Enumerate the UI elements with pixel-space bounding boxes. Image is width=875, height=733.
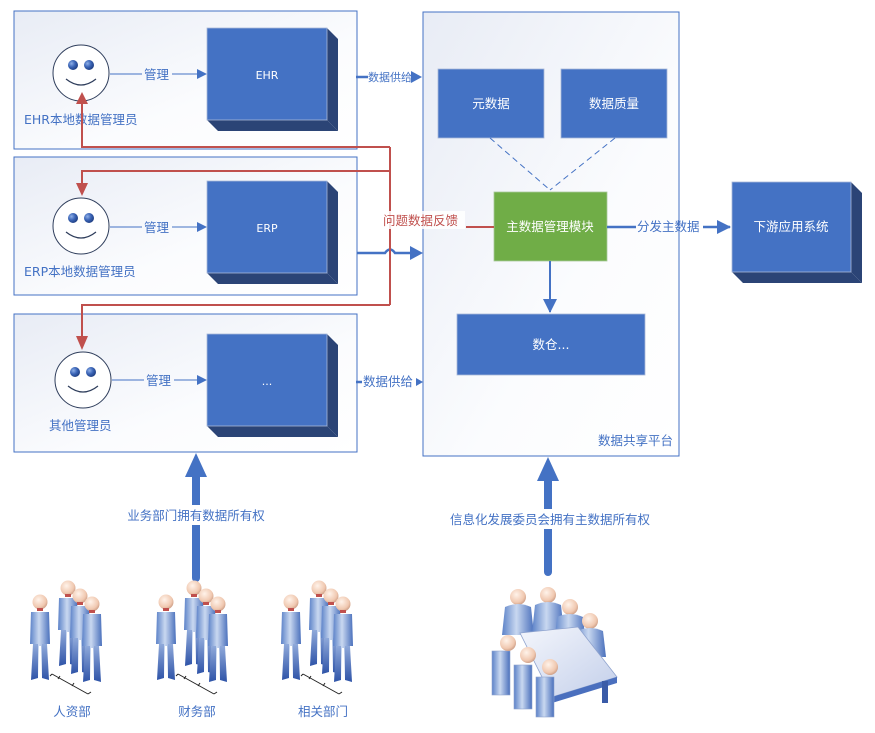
department-label: 财务部 bbox=[178, 704, 216, 719]
data-quality-box: 数据质量 bbox=[560, 68, 668, 139]
committee-ownership-arrow: 信息化发展委员会拥有主数据所有权 bbox=[443, 457, 658, 576]
manage-label: 管理 bbox=[144, 220, 170, 235]
department-related: 相关部门 bbox=[281, 581, 353, 719]
dashed-link-metadata bbox=[489, 137, 551, 191]
department-finance: 财务部 bbox=[156, 581, 228, 719]
feedback-label: 问题数据反馈 bbox=[383, 213, 458, 228]
distribute-arrow: 分发主数据 bbox=[607, 219, 731, 234]
meeting-table-icon bbox=[491, 587, 618, 718]
department-label: 人资部 bbox=[53, 704, 91, 719]
admin-label-erp: ERP本地数据管理员 bbox=[24, 264, 136, 279]
downstream-label: 下游应用系统 bbox=[753, 219, 828, 234]
system-label: EHR bbox=[256, 69, 279, 82]
people-group-icon bbox=[30, 581, 102, 695]
supply-arrow-other: 数据供给 bbox=[356, 374, 423, 389]
system-box-other: ... bbox=[206, 333, 338, 437]
metadata-box: 元数据 bbox=[437, 68, 545, 139]
downstream-system-box: 下游应用系统 bbox=[731, 181, 862, 283]
manage-label: 管理 bbox=[146, 373, 172, 388]
manage-arrow-other: 管理 bbox=[112, 373, 207, 388]
admin-label-other: 其他管理员 bbox=[49, 418, 112, 433]
platform-title: 数据共享平台 bbox=[598, 433, 673, 448]
people-group-icon bbox=[156, 581, 228, 695]
supply-arrow-ehr: 数据供给 bbox=[356, 70, 422, 84]
mdm-label: 主数据管理模块 bbox=[506, 219, 594, 234]
system-box-ehr: EHR bbox=[206, 27, 338, 131]
system-box-erp: ERP bbox=[206, 180, 338, 284]
manage-label: 管理 bbox=[144, 67, 170, 82]
feedback-loop: 问题数据反馈 bbox=[76, 92, 494, 350]
admin-label-ehr: EHR本地数据管理员 bbox=[24, 112, 137, 127]
smiley-face-icon bbox=[52, 44, 110, 102]
data-warehouse-box: 数仓... bbox=[456, 313, 646, 376]
department-hr: 人资部 bbox=[30, 581, 102, 719]
supply-label: 数据供给 bbox=[368, 70, 412, 84]
department-label: 相关部门 bbox=[298, 704, 348, 719]
business-ownership-arrow: 业务部门拥有数据所有权 bbox=[118, 453, 278, 582]
manage-arrow-ehr: 管理 bbox=[110, 67, 207, 82]
people-group-icon bbox=[281, 581, 353, 695]
metadata-label: 元数据 bbox=[472, 96, 510, 111]
system-label: ERP bbox=[256, 222, 278, 235]
distribute-label: 分发主数据 bbox=[637, 219, 700, 234]
dashed-link-quality bbox=[549, 137, 616, 191]
mdm-module-box: 主数据管理模块 bbox=[493, 191, 608, 262]
data-quality-label: 数据质量 bbox=[589, 96, 639, 111]
smiley-face-icon bbox=[54, 351, 112, 409]
smiley-face-icon bbox=[52, 197, 110, 255]
manage-arrow-erp: 管理 bbox=[110, 220, 207, 235]
business-ownership-label: 业务部门拥有数据所有权 bbox=[127, 508, 265, 523]
committee-ownership-label: 信息化发展委员会拥有主数据所有权 bbox=[450, 512, 651, 527]
warehouse-label: 数仓... bbox=[533, 337, 570, 352]
supply-label: 数据供给 bbox=[363, 374, 413, 389]
system-label: ... bbox=[262, 375, 273, 388]
